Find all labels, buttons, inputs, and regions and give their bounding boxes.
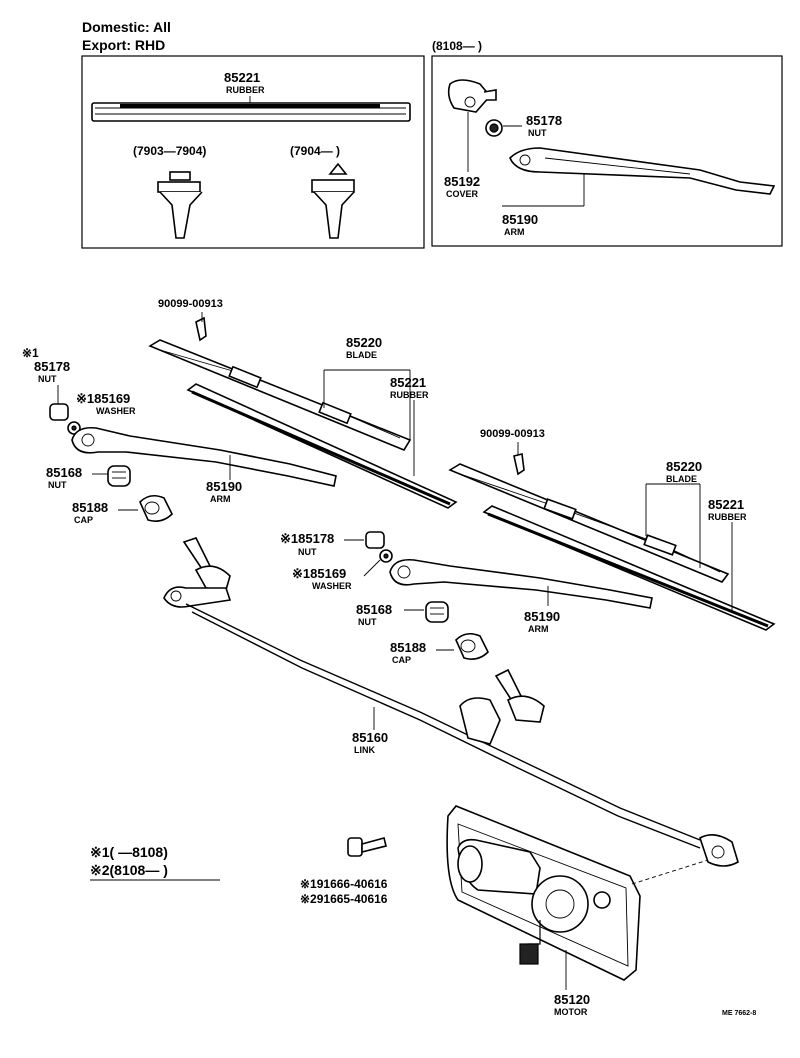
inset-arm-drawing <box>509 147 776 195</box>
upper-cap-name: CAP <box>74 515 93 525</box>
clip-a-label: (7903—7904) <box>133 144 206 158</box>
legend-line1: ※1( —8108) <box>90 844 168 860</box>
lower-rubber-drawing <box>482 505 776 631</box>
lower-rubber-number: 85221 <box>708 497 744 512</box>
upper-nut-drawing <box>49 403 69 421</box>
upper-washer-name: WASHER <box>96 406 136 416</box>
upper-nut-name: NUT <box>38 374 57 384</box>
lower-nut-number: ※185178 <box>280 531 334 546</box>
lower-nut2-name: NUT <box>358 617 377 627</box>
upper-nut-mark: ※1 <box>22 346 39 360</box>
inset-box-right <box>431 55 783 247</box>
lower-washer-name: WASHER <box>312 581 352 591</box>
motor-number: 85120 <box>554 992 590 1007</box>
upper-rubber-drawing <box>186 383 458 509</box>
lower-blade-number: 85220 <box>666 459 702 474</box>
inset-arm-number: 85190 <box>502 212 538 227</box>
lower-nut2-number: 85168 <box>356 602 392 617</box>
legend-line2: ※2(8108— ) <box>90 862 168 878</box>
motor-drawing <box>446 805 641 981</box>
footer-ref: ME 7662-8 <box>722 1010 756 1017</box>
link-number: 85160 <box>352 730 388 745</box>
lower-blade-name: BLADE <box>666 474 697 484</box>
lower-rubber-name: RUBBER <box>708 512 747 522</box>
inset-arm-name: ARM <box>504 227 525 237</box>
lower-nut-name: NUT <box>298 547 317 557</box>
link-drawing <box>163 537 739 867</box>
upper-screw-drawing <box>195 316 207 342</box>
clip-b-label: (7904— ) <box>290 144 340 158</box>
clip-b-drawing <box>311 162 355 239</box>
lower-cap-number: 85188 <box>390 640 426 655</box>
upper-screw-number: 90099-00913 <box>158 298 223 310</box>
lower-blade-drawing <box>448 463 730 583</box>
upper-nut2-name: NUT <box>48 480 67 490</box>
upper-cap-number: 85188 <box>72 500 108 515</box>
inset-rubber-strip <box>91 102 411 122</box>
header-export: Export: RHD <box>82 37 165 53</box>
upper-arm-name: ARM <box>210 494 231 504</box>
motor-bolt2-number: ※291665-40616 <box>300 892 388 906</box>
upper-rubber-name: RUBBER <box>390 390 429 400</box>
lower-screw-number: 90099-00913 <box>480 428 545 440</box>
motor-bolt1-number: ※191666-40616 <box>300 877 388 891</box>
upper-nut2-number: 85168 <box>46 465 82 480</box>
inset-nut-number: 85178 <box>526 113 562 128</box>
lower-arm-number: 85190 <box>524 609 560 624</box>
upper-washer-number: ※185169 <box>76 391 130 406</box>
upper-nut2-drawing <box>107 465 131 487</box>
upper-arm-drawing <box>71 426 337 487</box>
cover-drawing <box>447 79 497 113</box>
upper-blade-name: BLADE <box>346 350 377 360</box>
upper-blade-number: 85220 <box>346 335 382 350</box>
upper-cap-drawing <box>139 494 173 522</box>
lower-arm-name: ARM <box>528 624 549 634</box>
header-domestic: Domestic: All <box>82 19 171 35</box>
inset-rubber-name: RUBBER <box>226 85 265 95</box>
lower-cap-name: CAP <box>392 655 411 665</box>
lower-cap-drawing <box>455 632 489 660</box>
motor-bolt-drawing <box>347 837 387 857</box>
upper-rubber-number: 85221 <box>390 375 426 390</box>
lower-nut2-drawing <box>425 601 449 623</box>
lower-washer-drawing <box>379 549 393 563</box>
inset-box-left <box>81 55 425 249</box>
lower-washer-number: ※185169 <box>292 566 346 581</box>
link-name: LINK <box>354 745 375 755</box>
inset-nut-name: NUT <box>528 128 547 138</box>
motor-name: MOTOR <box>554 1007 588 1017</box>
inset-nut-drawing <box>485 119 503 137</box>
upper-arm-number: 85190 <box>206 479 242 494</box>
lower-arm-drawing <box>389 558 653 609</box>
upper-nut-number: 85178 <box>34 359 70 374</box>
inset-rubber-number: 85221 <box>224 70 260 85</box>
cover-name: COVER <box>446 189 479 199</box>
cover-number: 85192 <box>444 174 480 189</box>
inset-right-date: (8108— ) <box>432 39 482 53</box>
clip-a-drawing <box>157 171 203 239</box>
lower-nut-drawing <box>365 531 385 549</box>
lower-screw-drawing <box>513 453 525 476</box>
